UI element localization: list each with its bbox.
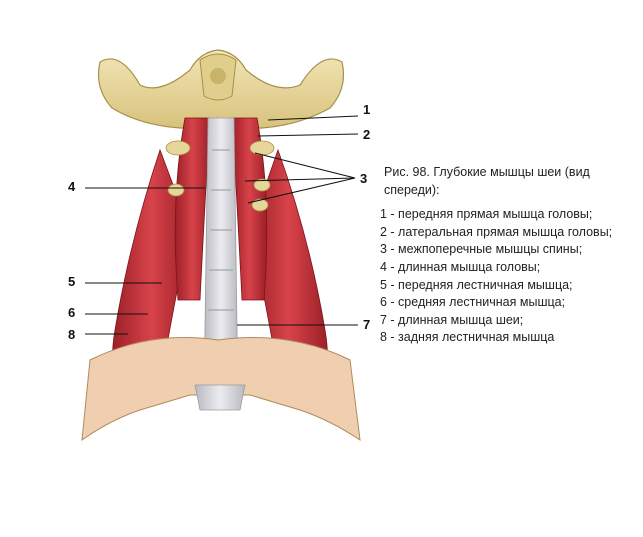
label-6: 6 — [68, 305, 76, 320]
caption-title: Рис. 98. Глубокие мышцы шеи (вид спереди… — [384, 165, 590, 197]
legend-item-6: 6 - средняя лестничная мышца; — [380, 295, 566, 310]
figure-caption: Рис. 98. Глубокие мышцы шеи (вид спереди… — [380, 164, 630, 347]
legend-item-4: 4 - длинная мышца головы; — [380, 259, 541, 274]
leader-lines — [85, 115, 359, 335]
first-rib — [81, 337, 361, 442]
legend-list: 1 - передняя прямая мышца головы; 2 - ла… — [380, 206, 630, 347]
label-7: 7 — [363, 317, 371, 332]
legend-item-7: 7 - длинная мышца шеи; — [380, 312, 524, 327]
legend-item-8: 8 - задняя лестничная мышца — [380, 330, 555, 345]
legend-item-1: 1 - передняя прямая мышца головы; — [380, 207, 593, 222]
label-2: 2 — [363, 127, 371, 142]
label-1: 1 — [363, 102, 371, 117]
skull-base — [97, 49, 345, 129]
label-3: 3 — [360, 171, 368, 186]
legend-item-3: 3 - межпоперечные мышцы спины; — [380, 242, 583, 257]
legend-item-2: 2 - латеральная прямая мышца головы; — [380, 224, 613, 239]
label-8: 8 — [68, 327, 76, 342]
label-4: 4 — [68, 179, 76, 194]
transverse-processes — [165, 140, 275, 212]
label-5: 5 — [68, 274, 76, 289]
legend-item-5: 5 - передняя лестничная мышца; — [380, 277, 573, 292]
longus-capitis — [174, 117, 268, 301]
